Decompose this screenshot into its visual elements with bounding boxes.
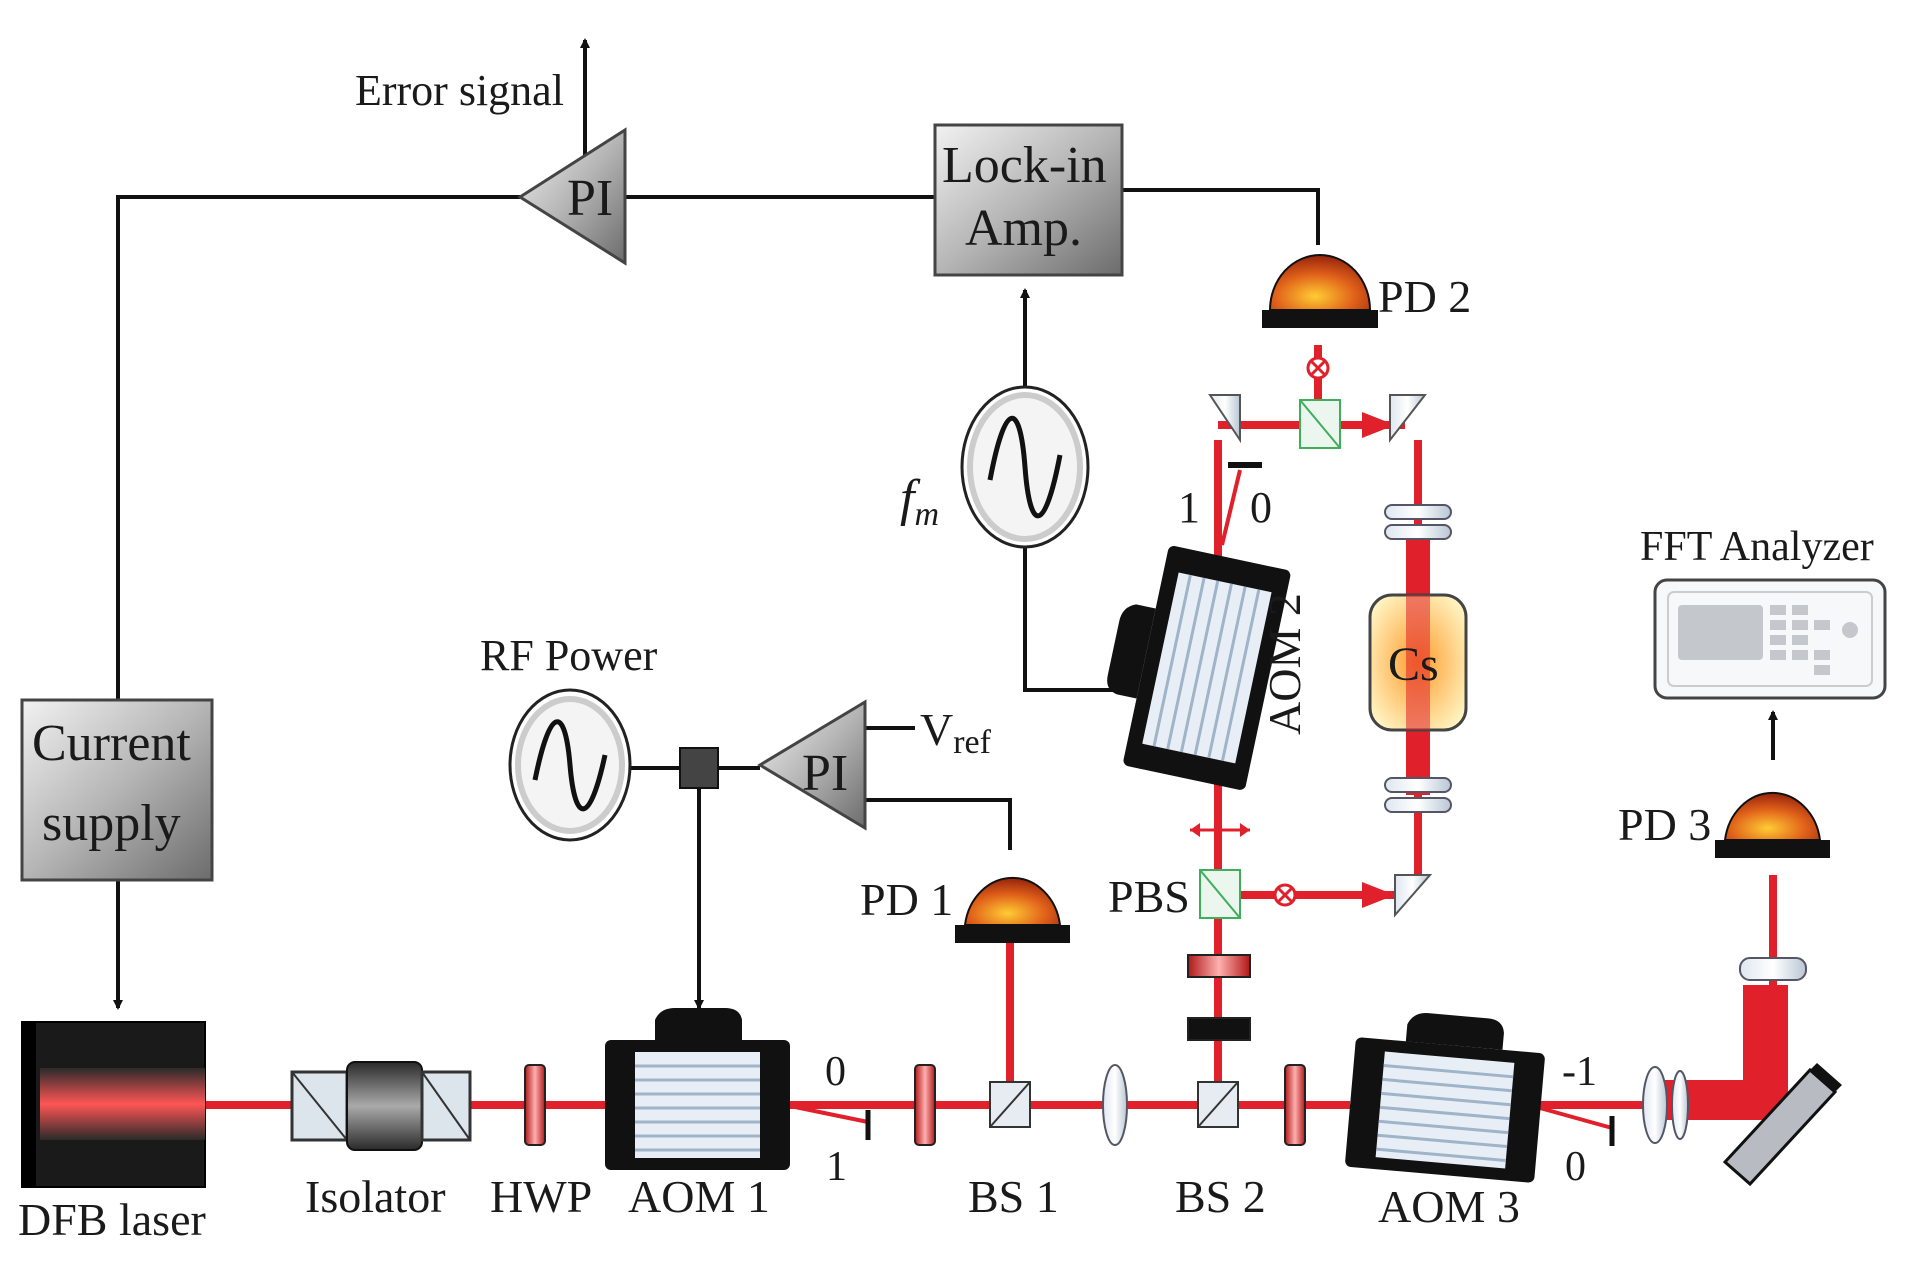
lockin-amp: [933, 123, 1124, 277]
polarization-markers: [1190, 356, 1330, 907]
fold-mirror: [1722, 1063, 1842, 1187]
pd1-detector: [955, 876, 1070, 943]
hwp-label: HWP: [490, 1171, 592, 1222]
pd1-label: PD 1: [860, 874, 953, 925]
bs1-label: BS 1: [968, 1171, 1059, 1222]
pbs-label: PBS: [1108, 871, 1190, 922]
error-signal-label: Error signal: [355, 66, 564, 115]
bs1-cube: [989, 1081, 1031, 1128]
aom2-order1-label: 1: [1178, 483, 1200, 532]
aom3-order0-label: 0: [1565, 1144, 1586, 1190]
electronic-wiring: [113, 38, 1778, 1010]
pd3-detector: [1715, 791, 1830, 858]
rf-power-generator: [508, 688, 632, 842]
beam-splitter-cubes: [989, 399, 1341, 1128]
vref-label: Vref: [920, 704, 992, 761]
optical-isolator: [290, 1061, 472, 1151]
rf-junction-box: [679, 747, 719, 789]
pbs-cube: [1199, 869, 1241, 919]
pi-mid-label: PI: [802, 745, 848, 802]
dfb-laser-label: DFB laser: [18, 1194, 206, 1245]
lenses-and-plates: [524, 504, 1807, 1146]
lockin-label-line2: Amp.: [965, 200, 1082, 257]
pd3-label: PD 3: [1618, 799, 1711, 850]
cs-label: Cs: [1388, 638, 1439, 691]
aom3-label: AOM 3: [1378, 1181, 1520, 1232]
isolator-label: Isolator: [305, 1171, 446, 1222]
current-supply-line1: Current: [32, 715, 191, 772]
diagram-labels: Error signal PI Lock-in Amp. PD 2 fm 1 0…: [18, 66, 1874, 1245]
pd2-label: PD 2: [1378, 271, 1471, 322]
current-supply: [20, 698, 214, 882]
pd2-detector: [1262, 254, 1378, 328]
aom2-order0-label: 0: [1250, 483, 1272, 532]
aom1-order1-label: 1: [826, 1144, 847, 1190]
aom1-label: AOM 1: [628, 1171, 770, 1222]
pd2-splitter-cube: [1299, 399, 1341, 449]
beam-arrowheads: [1362, 412, 1395, 908]
lockin-label-line1: Lock-in: [942, 137, 1107, 194]
beam-blocks: [865, 462, 1615, 1146]
fft-label: FFT Analyzer: [1640, 524, 1874, 570]
current-supply-line2: supply: [42, 795, 181, 852]
aom3-order-m1-label: -1: [1562, 1049, 1597, 1095]
pi-amplifier-mid: [757, 699, 867, 831]
aom2-label: AOM 2: [1259, 593, 1310, 735]
aom3-modulator: [1345, 1013, 1545, 1183]
fm-generator: [960, 385, 1090, 549]
pi-amplifier-top: [517, 127, 627, 266]
cs-vapor-cell: [1368, 593, 1468, 732]
fft-analyzer: [1653, 578, 1887, 700]
bs2-cube: [1197, 1081, 1239, 1128]
pi-top-label: PI: [567, 170, 613, 227]
aom1-order0-label: 0: [825, 1049, 846, 1095]
prisms: [1208, 394, 1433, 918]
aom1-modulator: [605, 1008, 790, 1170]
aom2-modulator: [1107, 546, 1291, 790]
rf-power-label: RF Power: [480, 631, 658, 680]
dfb-laser: [21, 1021, 206, 1188]
fm-label: fm: [900, 470, 939, 533]
bs2-label: BS 2: [1175, 1171, 1266, 1222]
